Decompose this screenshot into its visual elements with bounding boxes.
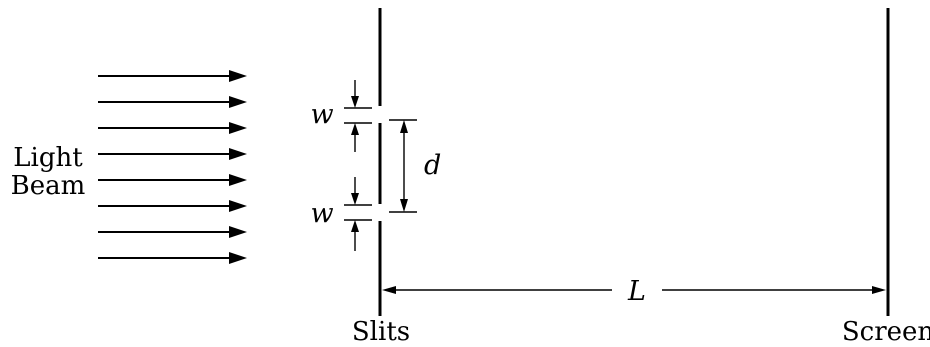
beam-arrow [98,148,247,160]
beam-arrow [98,122,247,134]
slits-label: Slits [352,317,410,347]
beam-arrow [98,96,247,108]
light-beam-arrows [98,70,247,264]
beam-arrow [98,174,247,186]
lower-slit-width-indicator [344,177,372,251]
screen-label: Screen [842,317,930,347]
beam-arrow [98,252,247,264]
beam-label-line2: Beam [11,171,86,201]
beam-arrow [98,200,247,212]
lower-slit-width-label: w [310,198,333,229]
upper-slit-width-label: w [310,99,333,130]
beam-arrow [98,70,247,82]
slit-separation-indicator [389,119,417,213]
slit-separation-label: d [424,150,441,181]
distance-label: L [627,276,646,307]
upper-slit-width-indicator [344,80,372,152]
beam-label-line1: Light [13,143,83,173]
beam-arrow [98,226,247,238]
distance-indicator [382,286,886,294]
